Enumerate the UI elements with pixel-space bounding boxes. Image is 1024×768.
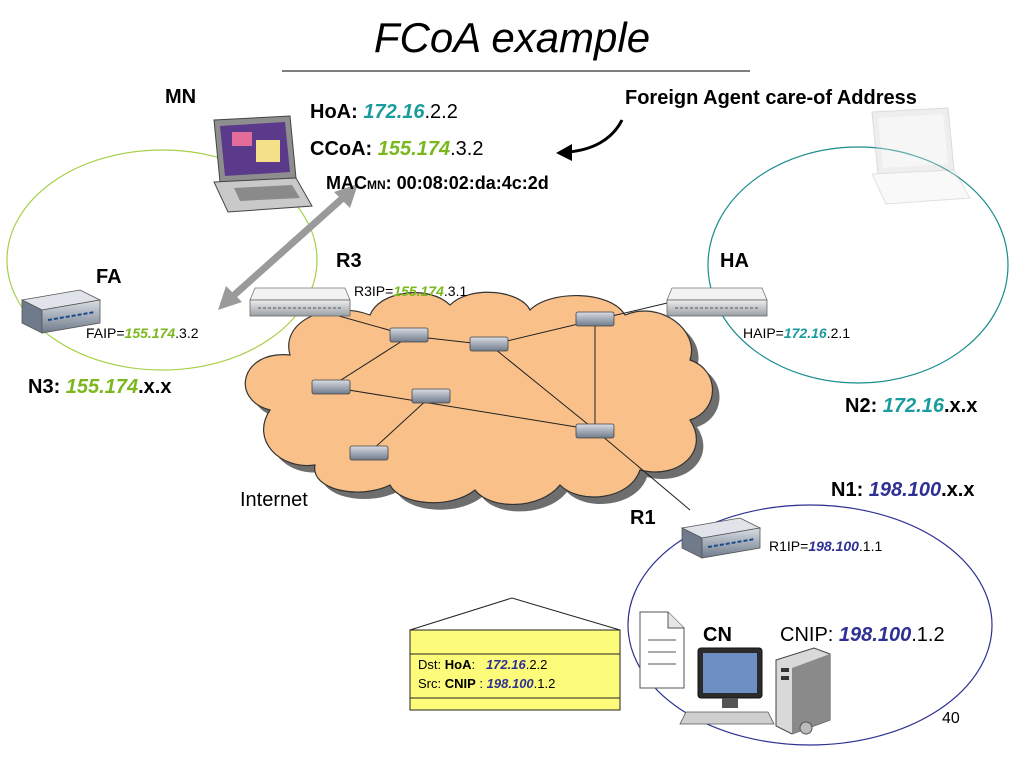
- mac-label: MAC: [326, 173, 367, 193]
- n2-network-label: N2: 172.16.x.x: [845, 395, 977, 418]
- r1-ip-label: R1IP=: [769, 538, 809, 554]
- foreign-agent-coa-note: Foreign Agent care-of Address: [625, 87, 917, 109]
- packet-src-sep: :: [475, 676, 484, 691]
- r3-ip-suffix: .3.1: [443, 283, 468, 299]
- tunnel-double-arrow: [218, 184, 358, 310]
- packet-src-line: Src: CNIP : 198.100.1.2: [418, 676, 555, 691]
- r3-ip-label: R3IP=: [354, 283, 394, 299]
- n1-prefix: 198.100: [868, 479, 942, 501]
- cn-label: CN: [703, 624, 732, 646]
- ccoa-label: CCoA:: [310, 138, 373, 160]
- r3-ip-prefix: 155.174: [393, 283, 444, 299]
- r1-ip-prefix: 198.100: [808, 538, 859, 554]
- n3-suffix: .x.x: [138, 376, 172, 398]
- cn-monitor-icon: [679, 647, 775, 725]
- r1-ip: R1IP=198.100.1.1: [769, 538, 882, 554]
- fa-ip-suffix: .3.2: [175, 325, 199, 341]
- cn-ip-suffix: .1.2: [911, 624, 945, 646]
- hoa-suffix: .2.2: [424, 101, 458, 123]
- ha-ip-suffix: .2.1: [826, 325, 851, 341]
- hoa-label: HoA:: [310, 101, 358, 123]
- n3-prefix: 155.174: [65, 376, 139, 398]
- n1-suffix: .x.x: [941, 479, 975, 501]
- ha-switch-icon: [666, 287, 768, 317]
- ccoa-prefix: 155.174: [377, 138, 451, 160]
- fa-ip: FAIP=155.174.3.2: [86, 325, 199, 341]
- r1-ip-suffix: .1.1: [858, 538, 883, 554]
- cloud-icon: [244, 291, 720, 512]
- r3-ip: R3IP=155.174.3.1: [354, 283, 467, 299]
- page-title: FCoA example: [373, 14, 651, 61]
- n1-label: N1:: [831, 479, 864, 501]
- packet-src-suffix: .1.2: [533, 676, 556, 691]
- r3-label: R3: [336, 250, 362, 272]
- ha-ip-prefix: 172.16: [783, 325, 827, 341]
- mn-hoa-line: HoA: 172.16.2.2: [310, 101, 458, 124]
- packet-dst-prefix: 172.16: [485, 657, 526, 672]
- router-icon: [311, 311, 615, 461]
- mn-mac-line: MACMN: 00:08:02:da:4c:2d: [326, 173, 549, 194]
- n1-network-ring: [627, 504, 993, 746]
- mac-subscript: MN: [367, 178, 386, 192]
- ha-label: HA: [720, 250, 749, 272]
- packet-dst-key: HoA: [444, 657, 472, 672]
- mn-laptop-icon: [213, 115, 313, 213]
- packet-src-key: CNIP: [444, 676, 476, 691]
- n1-network-label: N1: 198.100.x.x: [831, 479, 974, 502]
- annotation-arrow: [556, 119, 624, 161]
- n3-network-ring: [6, 149, 318, 371]
- n3-network-label: N3: 155.174.x.x: [28, 376, 171, 399]
- packet-dst-line: Dst: HoA: 172.16.2.2: [418, 657, 547, 672]
- cn-tower-icon: [775, 647, 831, 735]
- cn-ip-label: CNIP:: [780, 624, 834, 646]
- cn-ip: CNIP: 198.100.1.2: [780, 624, 945, 647]
- n2-suffix: .x.x: [943, 395, 978, 417]
- document-icon: [639, 611, 685, 689]
- packet-dst-label: Dst:: [418, 657, 442, 672]
- ha-ip-label: HAIP=: [743, 325, 784, 341]
- mn-label: MN: [165, 86, 197, 108]
- faded-laptop-icon: [871, 107, 971, 205]
- ccoa-suffix: .3.2: [450, 138, 484, 160]
- r1-label: R1: [630, 507, 656, 529]
- n3-label: N3:: [28, 376, 61, 398]
- fa-router-icon: [20, 289, 102, 334]
- fa-ip-label: FAIP=: [86, 325, 125, 341]
- page-number: 40: [942, 710, 960, 727]
- packet-dst-sep: :: [471, 657, 476, 672]
- n2-prefix: 172.16: [882, 395, 944, 417]
- r1-router-icon: [680, 517, 762, 559]
- internet-label: Internet: [240, 489, 308, 511]
- mac-value: : 00:08:02:da:4c:2d: [385, 173, 549, 193]
- n2-network-ring: [707, 146, 1009, 384]
- hoa-prefix: 172.16: [363, 101, 425, 123]
- packet-dst-suffix: .2.2: [525, 657, 548, 672]
- packet-src-label: Src:: [418, 676, 442, 691]
- n2-label: N2:: [845, 395, 878, 417]
- cn-ip-prefix: 198.100: [838, 624, 912, 646]
- ha-ip: HAIP=172.16.2.1: [743, 325, 850, 341]
- fa-label: FA: [96, 266, 122, 288]
- fa-ip-prefix: 155.174: [124, 325, 176, 341]
- r3-switch-icon: [249, 287, 351, 317]
- mn-ccoa-line: CCoA: 155.174.3.2: [310, 138, 483, 161]
- packet-callout: [409, 597, 621, 711]
- packet-src-prefix: 198.100: [486, 676, 534, 691]
